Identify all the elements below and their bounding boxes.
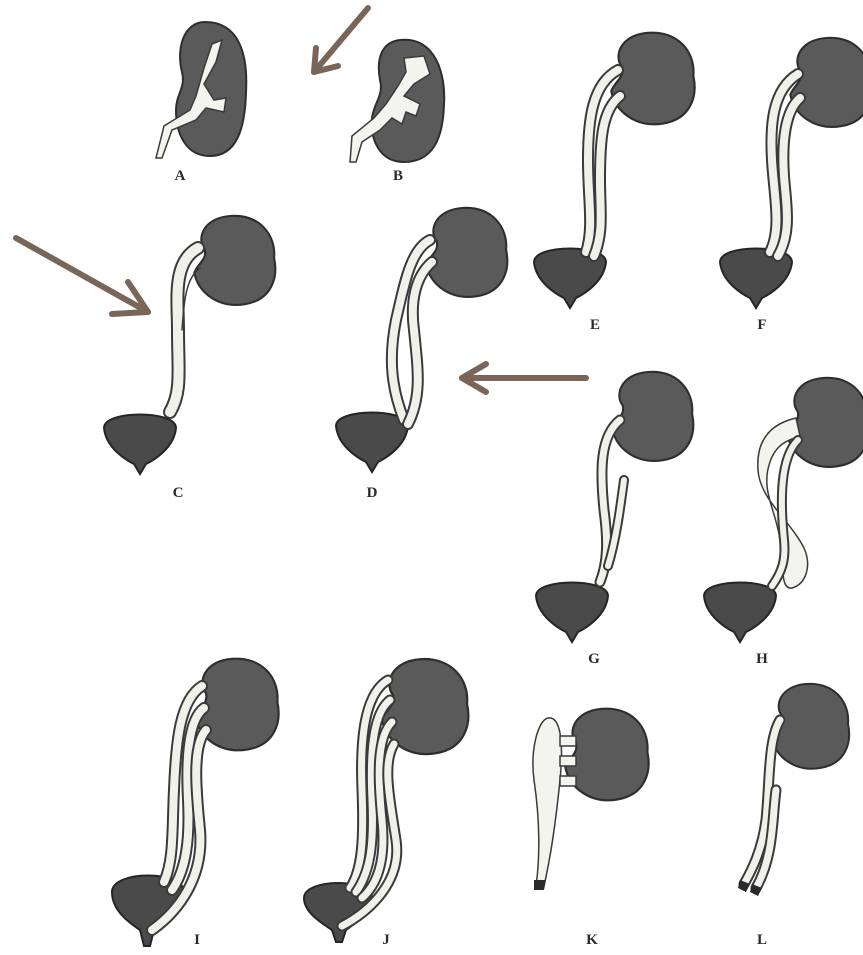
- panel-label-f: F: [757, 317, 766, 333]
- panel-g: G: [536, 372, 693, 667]
- panel-label-i: I: [194, 932, 200, 948]
- panel-k: K: [533, 709, 649, 948]
- kidney-a: [176, 22, 246, 156]
- panel-label-a: A: [175, 168, 186, 184]
- bladder-c: [104, 415, 176, 475]
- panel-label-j: J: [382, 932, 390, 948]
- calyx-k-2: [560, 756, 576, 766]
- pelvis-k-dilated: [533, 718, 562, 886]
- arrow-1: [314, 8, 368, 72]
- kidney-l: [772, 684, 849, 769]
- arrow-2: [16, 238, 148, 314]
- ureter-e-2-inner: [594, 96, 620, 256]
- bladder-g: [536, 583, 608, 643]
- kidney-h: [787, 378, 863, 467]
- panel-a: A: [156, 22, 246, 184]
- bladder-h: [704, 583, 776, 643]
- kidney-k: [565, 709, 648, 801]
- panel-f: F: [720, 38, 863, 333]
- calyx-k-3: [560, 776, 576, 786]
- panel-label-d: D: [367, 485, 378, 501]
- ureter-k-tip: [534, 880, 546, 890]
- panel-e: E: [534, 33, 695, 333]
- arrow-3: [462, 364, 586, 392]
- panel-label-l: L: [757, 932, 767, 948]
- kidney-g: [612, 372, 693, 461]
- panel-c: C: [104, 216, 275, 501]
- panel-d: D: [336, 208, 507, 501]
- kidney-e: [611, 33, 694, 125]
- panel-j: J: [304, 659, 468, 948]
- kidney-f: [790, 38, 863, 127]
- panel-label-h: H: [756, 651, 768, 667]
- kidney-d: [426, 208, 507, 297]
- bladder-d: [336, 413, 408, 473]
- panel-label-g: G: [588, 651, 600, 667]
- kidney-c: [194, 216, 275, 305]
- panel-h: H: [704, 378, 863, 667]
- calyx-k-1: [560, 736, 576, 746]
- panel-label-e: E: [590, 317, 600, 333]
- panel-label-k: K: [586, 932, 598, 948]
- panel-l: L: [738, 684, 849, 948]
- panel-label-c: C: [173, 485, 184, 501]
- panel-b: B: [350, 40, 444, 184]
- panel-label-b: B: [393, 168, 403, 184]
- panel-i: I: [112, 659, 279, 948]
